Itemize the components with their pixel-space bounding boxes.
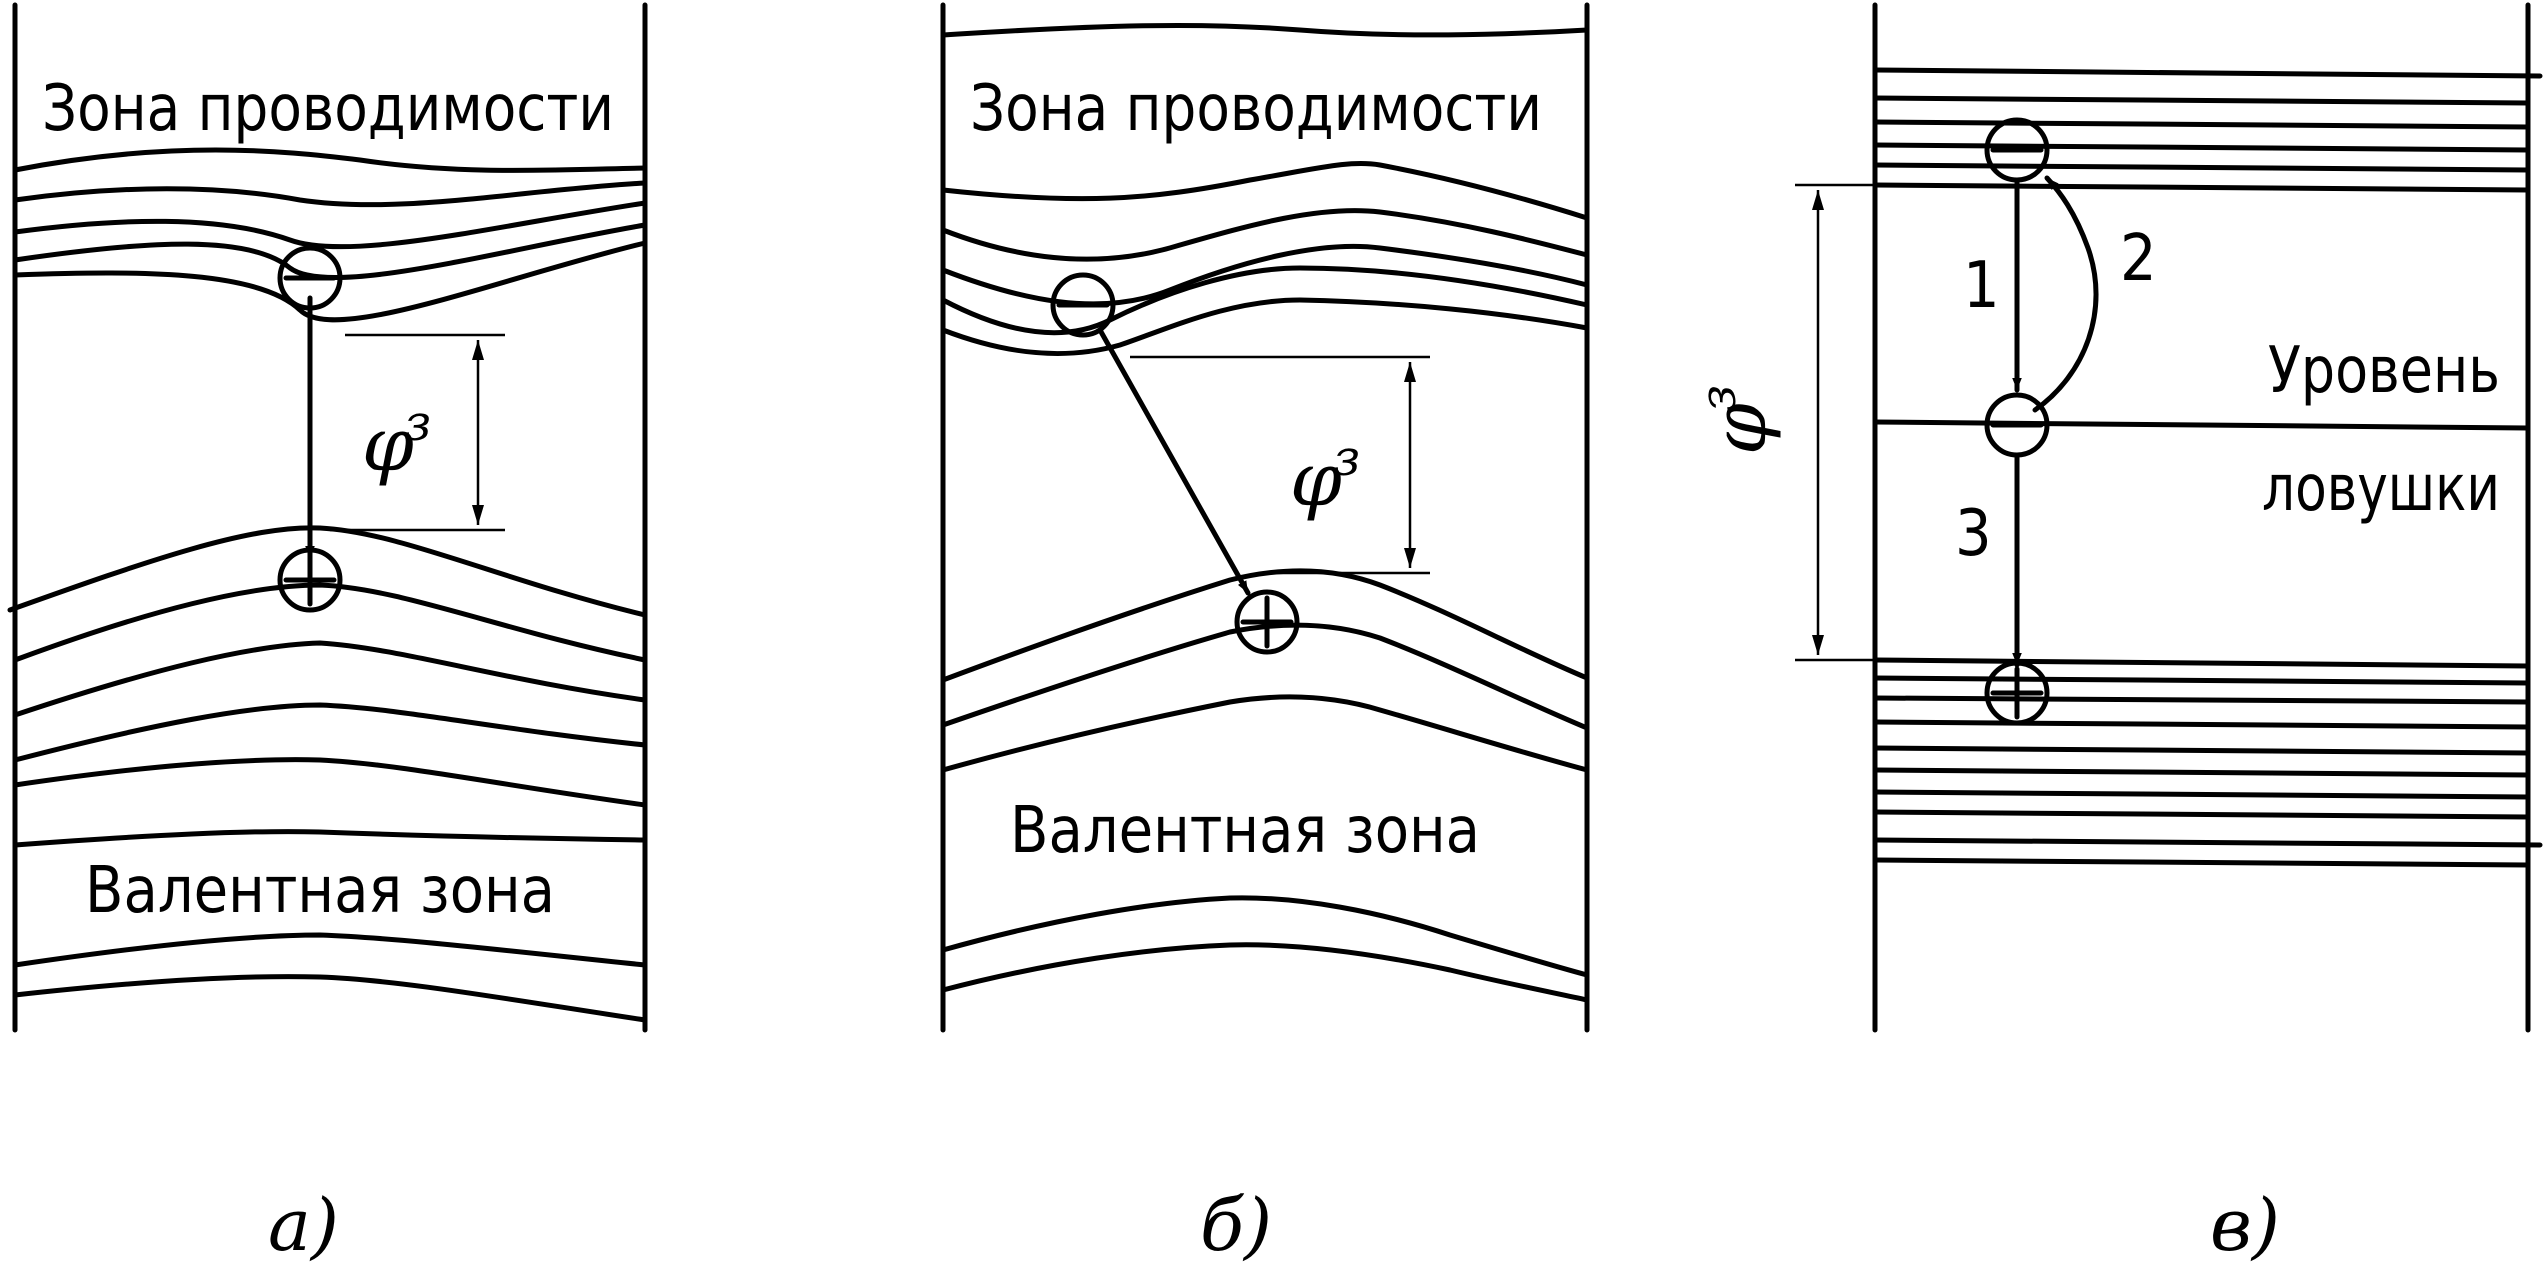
panel-b-vb-line-3 — [940, 694, 1590, 773]
panel-b-vb-line-2 — [940, 622, 1590, 731]
panel-c-electron-cb — [1984, 117, 2050, 183]
panel-c-hole — [1984, 660, 2050, 726]
panel-c-vb-edge — [1872, 657, 2531, 669]
panel-b-cb-line-1 — [940, 161, 1590, 221]
panel-a-vb-line-3 — [12, 640, 648, 718]
panel-b-vb-bottom-2 — [940, 942, 1590, 1003]
panel-c-conduction-levels — [1872, 67, 2543, 193]
panel-a-valence-label: Валентная зона — [85, 854, 555, 928]
panel-c-caption: в) — [2210, 1183, 2280, 1267]
panel-a-caption: а) — [268, 1183, 339, 1267]
panel-b-transition-arrow — [1097, 327, 1251, 596]
panel-c-trap-label-line1: Уровень — [2268, 334, 2500, 408]
panel-b-valence-label: Валентная зона — [1010, 794, 1480, 868]
panel-a-electron — [277, 245, 343, 311]
panel-a-cb-line-1 — [12, 147, 648, 173]
panel-a-cb-edge — [12, 240, 648, 323]
panel-a-vb-line-5 — [12, 757, 648, 808]
panel-b-conduction-label: Зона проводимости — [970, 72, 1542, 146]
panel-b-cb-line-2 — [940, 208, 1590, 262]
panel-c-electron-trap — [1984, 392, 2050, 458]
panel-b-caption: б) — [1200, 1183, 1272, 1267]
panel-b-cb-line-4 — [940, 265, 1590, 336]
panel-c: φ з 1 2 3 Уровень ловушки в) — [1689, 2, 2543, 1267]
panel-a-vb-edge — [7, 525, 648, 618]
panel-c-transition-2-label: 2 — [2120, 222, 2157, 296]
panel-c-cb-edge — [1872, 182, 2531, 193]
plus-circle-icon — [1234, 589, 1300, 655]
panel-b-vb-edge — [940, 568, 1590, 683]
plus-circle-icon — [1984, 660, 2050, 726]
panel-c-trap-label-line2: ловушки — [2262, 452, 2500, 526]
panel-a-vb-line-6 — [12, 829, 648, 848]
panel-a-cb-line-3 — [12, 200, 648, 250]
panel-c-gap-symbol: φ — [1697, 403, 1783, 455]
panel-b-gap-subscript: з — [1333, 429, 1360, 487]
panel-b-cb-edge — [940, 297, 1590, 357]
panel-b-vb-bottom-1 — [940, 895, 1590, 978]
panel-a-cb-line-2 — [12, 180, 648, 208]
panel-b: Зона проводимости Валентная зона φ з — [940, 2, 1590, 1267]
panel-a-gap-subscript: з — [404, 394, 431, 452]
panel-a-vb-bottom-1 — [12, 932, 648, 968]
panel-c-valence-levels — [1872, 657, 2543, 868]
panel-c-transition-1-label: 1 — [1963, 249, 2000, 323]
minus-circle-icon — [1050, 272, 1116, 338]
minus-circle-icon — [277, 245, 343, 311]
panel-c-transition-3-label: 3 — [1955, 497, 1992, 571]
panel-c-trap-level — [1872, 419, 2531, 431]
panel-b-electron — [1050, 272, 1116, 338]
minus-circle-icon — [1984, 117, 2050, 183]
panel-a: Зона проводимости Валентная зона φ з — [7, 2, 648, 1267]
panel-a-vb-line-4 — [12, 702, 648, 763]
plus-circle-icon — [277, 547, 343, 613]
panel-b-hole — [1234, 589, 1300, 655]
panel-c-transition-2-arrow — [2032, 175, 2099, 413]
panel-a-hole — [277, 547, 343, 613]
panel-c-gap-subscript: з — [1689, 385, 1747, 412]
minus-circle-icon — [1984, 392, 2050, 458]
panel-a-gap-symbol: φ — [362, 402, 414, 488]
panel-a-conduction-label: Зона проводимости — [42, 72, 614, 146]
panel-a-vb-bottom-2 — [12, 974, 648, 1023]
panel-a-cb-line-4 — [12, 222, 648, 280]
panel-b-top-edge — [940, 22, 1590, 38]
panel-c-gap-label: φ з — [1689, 385, 1783, 455]
panel-a-vb-line-2 — [12, 582, 648, 663]
panel-b-gap-symbol: φ — [1290, 437, 1342, 523]
